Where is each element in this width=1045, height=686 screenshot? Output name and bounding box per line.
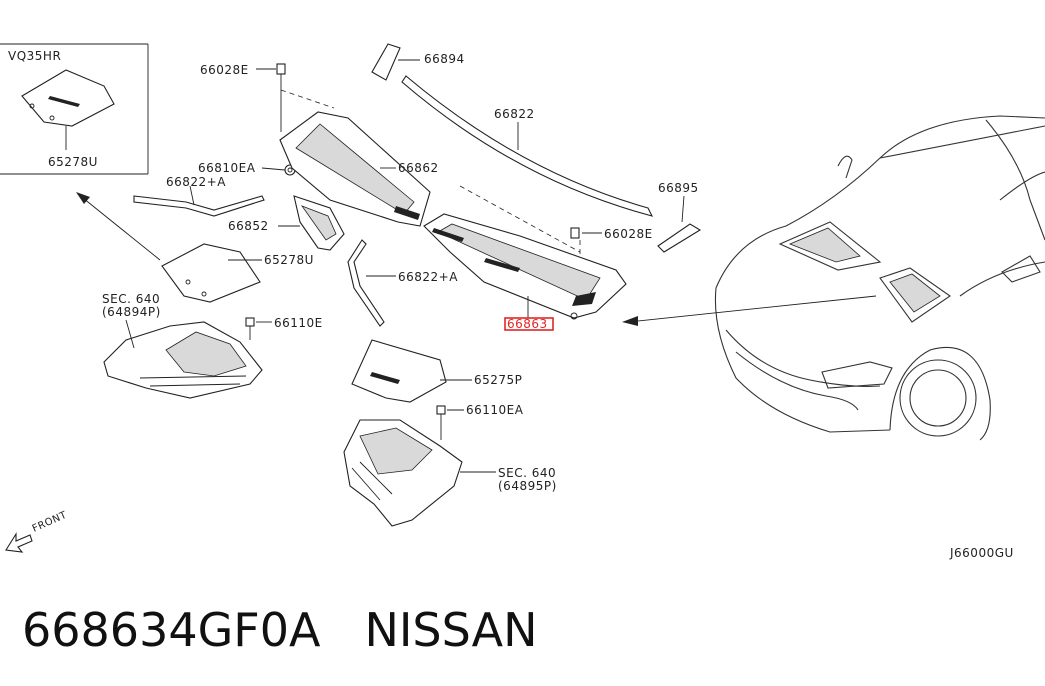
- part-label-66810ea: 66810EA: [198, 161, 256, 175]
- front-indicator: FRONT: [5, 510, 69, 553]
- inset-arrow: [76, 192, 161, 261]
- seal-strip-66822a-mid[interactable]: [347, 239, 385, 327]
- front-label: FRONT: [31, 510, 69, 535]
- part-label-66110ea: 66110EA: [466, 403, 524, 417]
- part-label-66028e-right: 66028E: [604, 227, 653, 241]
- pad-66894[interactable]: [371, 43, 401, 81]
- clip-66028e-top[interactable]: [276, 63, 286, 132]
- part-label-66894: 66894: [424, 52, 465, 66]
- vehicle-arrow: [622, 295, 877, 326]
- clip-66028e-right[interactable]: [570, 227, 580, 239]
- parts-diagram: VQ35HR 65278U 66822+A 66810EA 66852 6527…: [0, 43, 1045, 560]
- part-label-65275p: 65275P: [474, 373, 522, 387]
- highlight-box: [504, 317, 554, 331]
- inset-model-label: VQ35HR: [8, 49, 61, 63]
- caption: 668634GF0A NISSAN: [22, 598, 538, 662]
- part-label-66862: 66862: [398, 161, 439, 175]
- part-label-66822a-mid: 66822+A: [398, 270, 458, 284]
- caption-part-number: 668634GF0A: [22, 603, 321, 657]
- seal-strip-66822a-left[interactable]: [133, 195, 265, 217]
- section-label-right: SEC. 640: [498, 466, 556, 480]
- clip-66110ea[interactable]: [436, 405, 446, 440]
- caption-brand: NISSAN: [364, 603, 538, 657]
- part-label-66863: 66863: [507, 317, 548, 331]
- seal-66822[interactable]: [401, 75, 654, 217]
- cover-65275p[interactable]: [351, 339, 447, 403]
- section-ref-right: (64895P): [498, 479, 557, 493]
- clip-66110e[interactable]: [245, 317, 255, 340]
- part-label-66852: 66852: [228, 219, 269, 233]
- part-label-66822a-left: 66822+A: [166, 175, 226, 189]
- section-ref-left: (64894P): [102, 305, 161, 319]
- part-label-65278u: 65278U: [264, 253, 314, 267]
- part-label-66822: 66822: [494, 107, 535, 121]
- part-label-66110e: 66110E: [274, 316, 323, 330]
- inset-vq35hr: VQ35HR 65278U: [0, 43, 149, 175]
- diagram-code: J66000GU: [949, 546, 1014, 560]
- cover-65278u[interactable]: [161, 243, 261, 303]
- strip-66895[interactable]: [657, 223, 702, 253]
- part-label-66895: 66895: [658, 181, 699, 195]
- part-label-66028e-top: 66028E: [200, 63, 249, 77]
- vehicle-illustration: [714, 115, 1045, 441]
- inset-part-label-65278u: 65278U: [48, 155, 98, 169]
- front-arrow-icon: [5, 532, 33, 553]
- inset-cover-65278u[interactable]: [21, 69, 115, 127]
- section-label-left: SEC. 640: [102, 292, 160, 306]
